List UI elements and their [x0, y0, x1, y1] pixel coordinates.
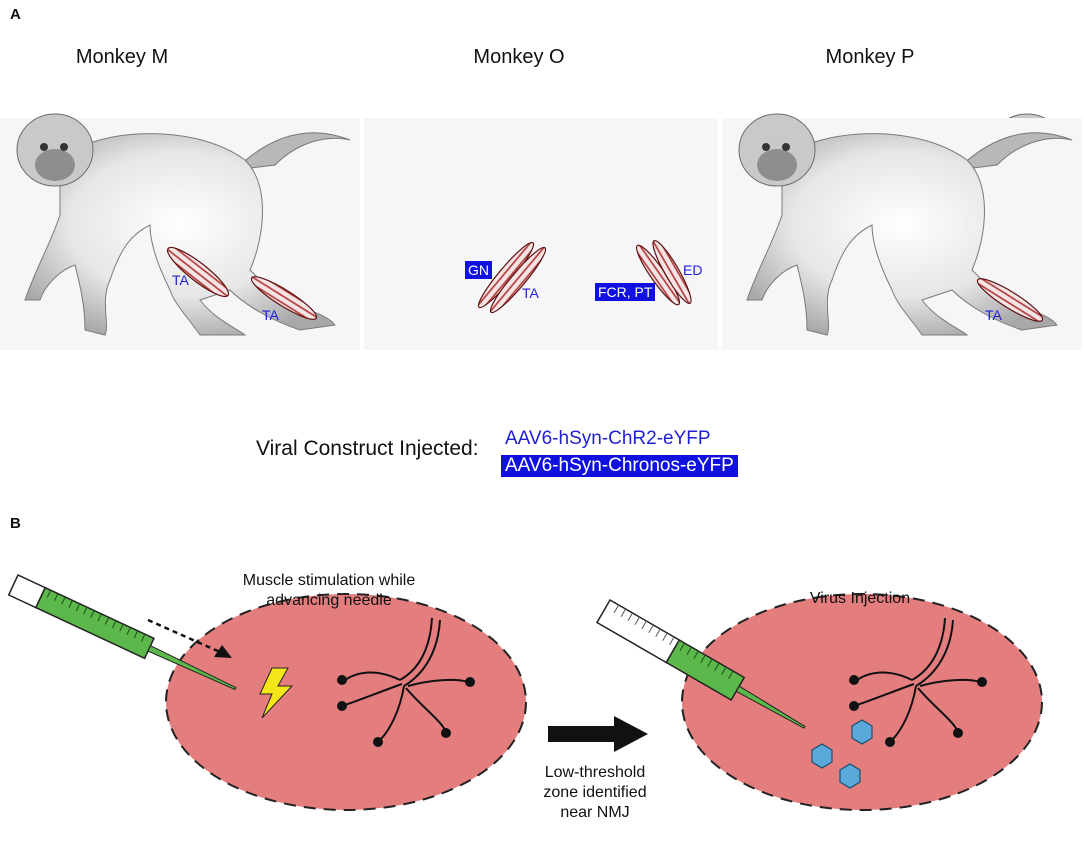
- arrow-caption-line3: near NMJ: [560, 804, 630, 821]
- panel-b-label: B: [10, 515, 21, 532]
- virus-particles: [811, 719, 873, 789]
- construct-label: Viral Construct Injected:: [256, 437, 479, 460]
- injection-diagram: [7, 574, 1043, 811]
- construct-chr2: AAV6-hSyn-ChR2-eYFP: [505, 428, 711, 449]
- muscle-oval-left: [165, 593, 527, 811]
- nerve-left: [344, 617, 469, 741]
- muscle-label-m-1: TA: [172, 272, 189, 288]
- step2-caption: Virus Injection: [809, 590, 911, 607]
- advance-arrow: [147, 618, 221, 654]
- step1-caption: Muscle stimulation while advancing needl…: [214, 571, 444, 611]
- step1-caption-line2: advancing needle: [266, 592, 392, 609]
- monkey-o-title: Monkey O: [473, 46, 565, 68]
- nerve-terminals-left: [337, 675, 475, 747]
- monkey-o-figure: [364, 113, 1066, 350]
- muscle-label-m-2: TA: [262, 307, 279, 323]
- muscle-label-o-gn: GN: [465, 261, 492, 279]
- syringe-left: [7, 574, 237, 691]
- syringe-right: [595, 598, 806, 729]
- lightning-bolt-icon: [259, 667, 294, 719]
- muscle-label-o-fcr-pt: FCR, PT: [595, 283, 656, 301]
- monkey-p-figure: [722, 113, 1082, 350]
- muscle-label-o-ta: TA: [522, 285, 539, 301]
- panel-a-label: A: [10, 6, 21, 23]
- transition-arrow: [614, 716, 648, 752]
- monkey-illustrations: [0, 113, 1082, 350]
- nerve-terminals-right: [849, 675, 987, 747]
- monkey-m-figure: [0, 113, 360, 350]
- construct-chronos: AAV6-hSyn-Chronos-eYFP: [501, 455, 738, 477]
- muscle-oval-right: [681, 593, 1043, 811]
- monkey-m-title: Monkey M: [75, 46, 169, 68]
- arrow-caption: Low-threshold zone identified near NMJ: [520, 763, 670, 823]
- nerve-right: [856, 617, 981, 741]
- muscle-label-p-1: TA: [985, 307, 1002, 323]
- muscle-label-o-ed: ED: [683, 262, 703, 278]
- arrow-caption-line2: zone identified: [543, 784, 647, 801]
- step1-caption-line1: Muscle stimulation while: [242, 572, 416, 589]
- monkey-p-title: Monkey P: [825, 46, 915, 68]
- arrow-caption-line1: Low-threshold: [544, 764, 646, 781]
